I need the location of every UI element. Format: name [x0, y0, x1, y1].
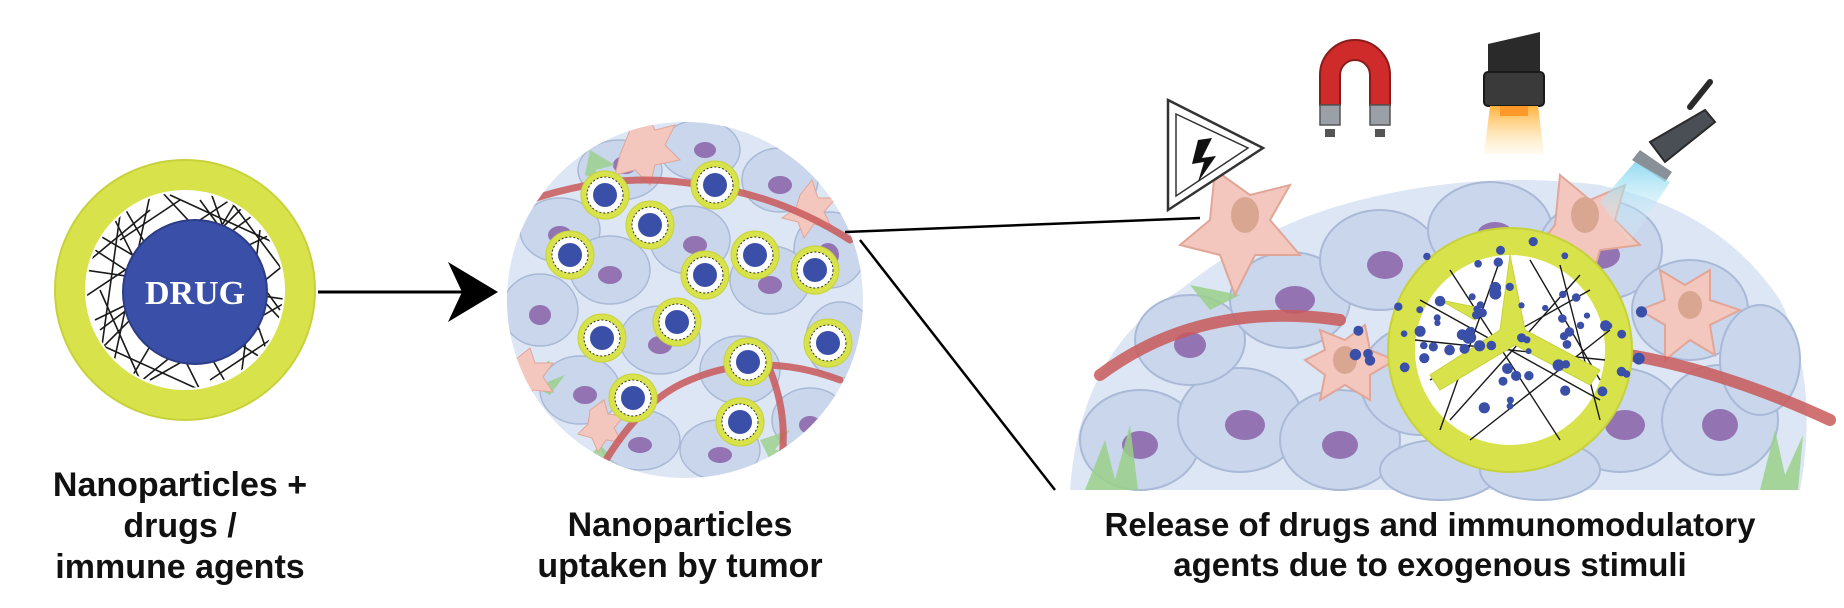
caption-nanoparticles-line-2: drugs / [123, 506, 237, 545]
drug-particle [1632, 352, 1645, 365]
caption-uptake-line-2: uptaken by tumor [537, 546, 823, 585]
drug-particle [1542, 304, 1549, 312]
small-nanoparticle [545, 230, 595, 280]
drug-particle [1583, 312, 1591, 319]
small-nanoparticle [730, 230, 780, 280]
drug-particle [1493, 257, 1504, 267]
drug-core-label: DRUG [145, 275, 245, 312]
drug-particle [1552, 359, 1565, 372]
drug-particle [1502, 363, 1513, 374]
drug-particle [1525, 348, 1532, 355]
drug-particle [1478, 402, 1490, 414]
drug-particle [1474, 340, 1486, 352]
small-nanoparticle [652, 297, 702, 347]
drug-particle [1434, 295, 1446, 307]
drug-particle [1560, 385, 1571, 396]
drug-particle [1399, 362, 1410, 373]
drug-particle [1561, 360, 1571, 369]
drug-particle [1489, 281, 1502, 294]
drug-particle [1400, 330, 1408, 338]
drug-particle [1506, 402, 1514, 410]
drug-particle [1476, 301, 1484, 309]
drug-particle [1434, 319, 1441, 327]
caption-release-line-1: Release of drugs and immunomodulatory [1104, 506, 1756, 543]
drug-particle [1617, 329, 1627, 339]
drug-particle [1444, 344, 1455, 356]
drug-core [122, 219, 268, 365]
electric-hazard-icon [1166, 97, 1266, 213]
heat-lamp-icon [1483, 32, 1545, 154]
drug-particle [1528, 237, 1538, 247]
nanoparticle: DRUG [54, 159, 316, 421]
caption-nanoparticles: Nanoparticles + drugs / immune agents [0, 465, 360, 587]
magnet-icon [1319, 39, 1391, 137]
drug-particle [1420, 341, 1428, 350]
zoom-lines [844, 216, 1201, 491]
tumor-closeup [1070, 168, 1836, 501]
small-nanoparticle [803, 318, 853, 368]
closeup-fibroblast-nuclei [1231, 197, 1702, 374]
drug-particle [1511, 370, 1522, 381]
small-nanoparticle [625, 200, 675, 250]
small-nanoparticle [580, 170, 630, 220]
nanoparticles-in-tumor [545, 160, 853, 447]
drug-particle [1597, 386, 1608, 397]
drug-particle [1364, 355, 1376, 366]
caption-uptake-line-1: Nanoparticles [567, 506, 793, 544]
drug-particle [1394, 302, 1403, 311]
drug-particle [1414, 325, 1426, 337]
drug-particle [1464, 331, 1477, 344]
drug-particle [1498, 376, 1508, 386]
drug-particle [1559, 290, 1567, 299]
small-nanoparticle [715, 397, 765, 447]
small-nanoparticle [790, 245, 840, 295]
drug-particle [1419, 353, 1430, 364]
arrow-to-tumor [318, 262, 498, 322]
drug-particle [1486, 340, 1497, 351]
small-nanoparticle [608, 373, 658, 423]
caption-release-line-2: agents due to exogenous stimuli [1173, 545, 1687, 583]
drug-particle [1459, 343, 1470, 354]
drug-particle [1416, 306, 1424, 314]
drug-particle [1428, 342, 1438, 352]
drug-particle [1524, 371, 1534, 381]
drug-particle [1571, 293, 1581, 302]
caption-nanoparticles-line-3: immune agents [55, 547, 305, 586]
caption-uptake: Nanoparticles uptaken by tumor [480, 505, 880, 587]
drug-particle [1353, 325, 1364, 336]
caption-nanoparticles-line-1: Nanoparticles + [52, 466, 308, 504]
drug-particle [1505, 282, 1514, 291]
small-nanoparticle [680, 250, 730, 300]
drug-particle [1349, 348, 1362, 361]
drug-particle [1576, 321, 1585, 330]
small-nanoparticle [577, 313, 627, 363]
drug-particle [1635, 306, 1648, 318]
drug-particle [1423, 252, 1431, 261]
released-drug [1349, 237, 1648, 414]
drug-particle [1564, 327, 1575, 337]
small-nanoparticle [690, 160, 740, 210]
drug-particle [1496, 245, 1505, 255]
drug-particle [1433, 314, 1441, 322]
drug-particle [1523, 336, 1531, 344]
ultrasound-probe-icon [1600, 79, 1717, 242]
drug-particle [1474, 260, 1482, 268]
drug-particle [1558, 314, 1567, 323]
drug-particle [1506, 396, 1514, 404]
drug-particle [1622, 370, 1631, 378]
drug-particle [1472, 310, 1481, 320]
drug-particle [1468, 293, 1476, 301]
drug-particle [1518, 302, 1525, 309]
drug-particle [1605, 322, 1613, 330]
drug-particle [1561, 252, 1569, 260]
opened-nanoparticle [1349, 227, 1648, 473]
small-nanoparticle [723, 337, 773, 387]
drug-particle [1562, 340, 1572, 349]
tumor-mass [507, 122, 863, 478]
caption-release: Release of drugs and immunomodulatory ag… [1020, 505, 1840, 584]
